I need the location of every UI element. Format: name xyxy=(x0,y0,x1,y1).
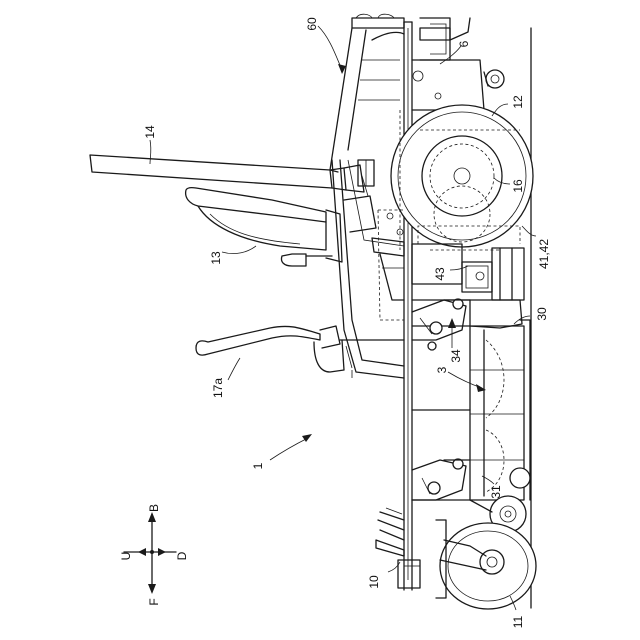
front-bumper xyxy=(376,508,404,556)
deck-hanger-front xyxy=(412,299,470,350)
deck-hanger-rear xyxy=(412,459,470,500)
label-6: 6 xyxy=(457,40,471,47)
label-10: 10 xyxy=(367,575,381,589)
direction-label-d: D xyxy=(175,551,189,560)
label-14: 14 xyxy=(143,125,157,139)
label-12: 12 xyxy=(511,95,525,109)
label-3: 3 xyxy=(435,366,449,373)
label-41-42: 41,42 xyxy=(537,239,551,269)
direction-label-u: U xyxy=(119,552,133,561)
label-11: 11 xyxy=(511,615,525,628)
label-16: 16 xyxy=(511,179,525,193)
label-17a: 17a xyxy=(211,378,225,398)
frame xyxy=(398,22,420,590)
rear-caster xyxy=(484,70,504,88)
direction-label-b: B xyxy=(147,504,161,512)
control-lever xyxy=(196,326,404,378)
label-30: 30 xyxy=(535,307,549,321)
label-1: 1 xyxy=(251,462,265,469)
label-34: 34 xyxy=(449,349,463,363)
label-13: 13 xyxy=(209,251,223,265)
label-43: 43 xyxy=(433,267,447,281)
front-wheel xyxy=(436,520,536,609)
label-60: 60 xyxy=(305,17,319,31)
direction-label-f: F xyxy=(147,598,161,605)
label-31: 31 xyxy=(489,485,503,499)
